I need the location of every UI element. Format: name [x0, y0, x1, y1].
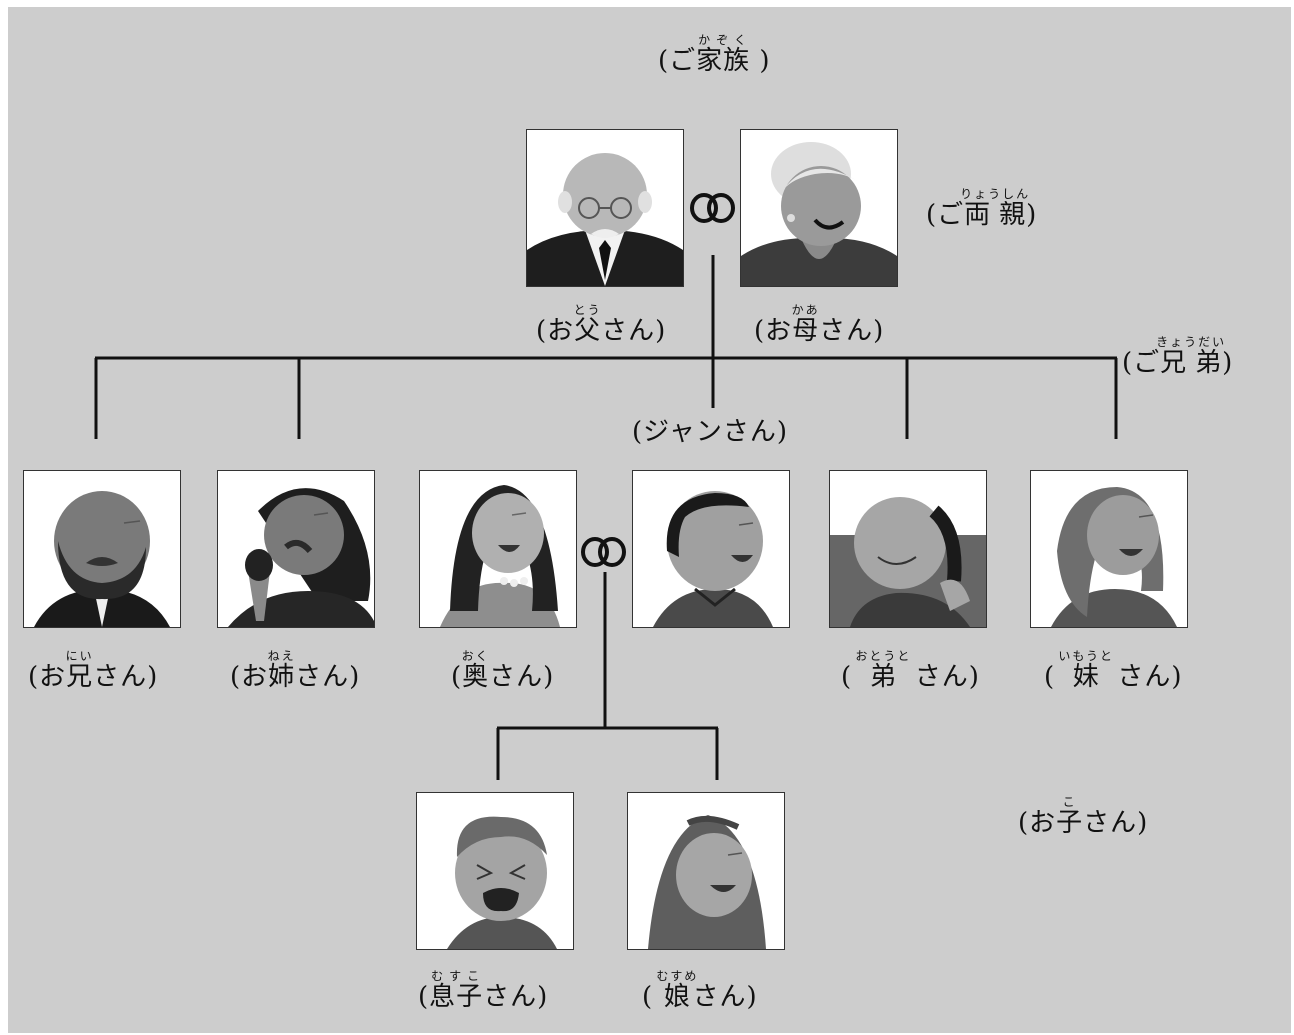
rings-icon	[581, 537, 626, 567]
label-younger-sister: ( 妹いもうと さん)	[1044, 649, 1183, 692]
portrait-older-sister	[217, 470, 375, 628]
label-daughter: ( 娘むすめさん)	[642, 969, 758, 1012]
label-older-brother: (お兄にいさん)	[28, 649, 159, 692]
label-younger-brother: ( 弟おとうと さん)	[841, 649, 980, 692]
family-tree-canvas: (ご家族かぞく ) (ご両親りょうしん) (お父とうさん) (お母かあさん) (…	[8, 7, 1291, 1033]
portrait-jean	[632, 470, 790, 628]
portrait-father	[526, 129, 684, 287]
portrait-younger-brother	[829, 470, 987, 628]
label-parents: (ご両親りょうしん)	[926, 187, 1038, 230]
portrait-daughter	[627, 792, 785, 950]
portrait-wife	[419, 470, 577, 628]
portrait-mother	[740, 129, 898, 287]
portrait-older-brother	[23, 470, 181, 628]
portrait-younger-sister	[1030, 470, 1188, 628]
label-wife: (奥おくさん)	[451, 649, 555, 692]
tree-connectors	[94, 255, 1118, 780]
portrait-son	[416, 792, 574, 950]
title-family: (ご家族かぞく )	[658, 33, 771, 76]
label-children: (お子こさん)	[1018, 795, 1149, 838]
label-self-jean: (ジャンさん)	[632, 417, 788, 447]
label-mother: (お母かあさん)	[754, 303, 885, 346]
label-son: (息子むすこさん)	[418, 969, 549, 1012]
label-older-sister: (お姉ねえさん)	[230, 649, 361, 692]
label-father: (お父とうさん)	[536, 303, 667, 346]
label-siblings: (ご兄弟きょうだい)	[1122, 335, 1234, 378]
rings-icon	[690, 193, 735, 223]
